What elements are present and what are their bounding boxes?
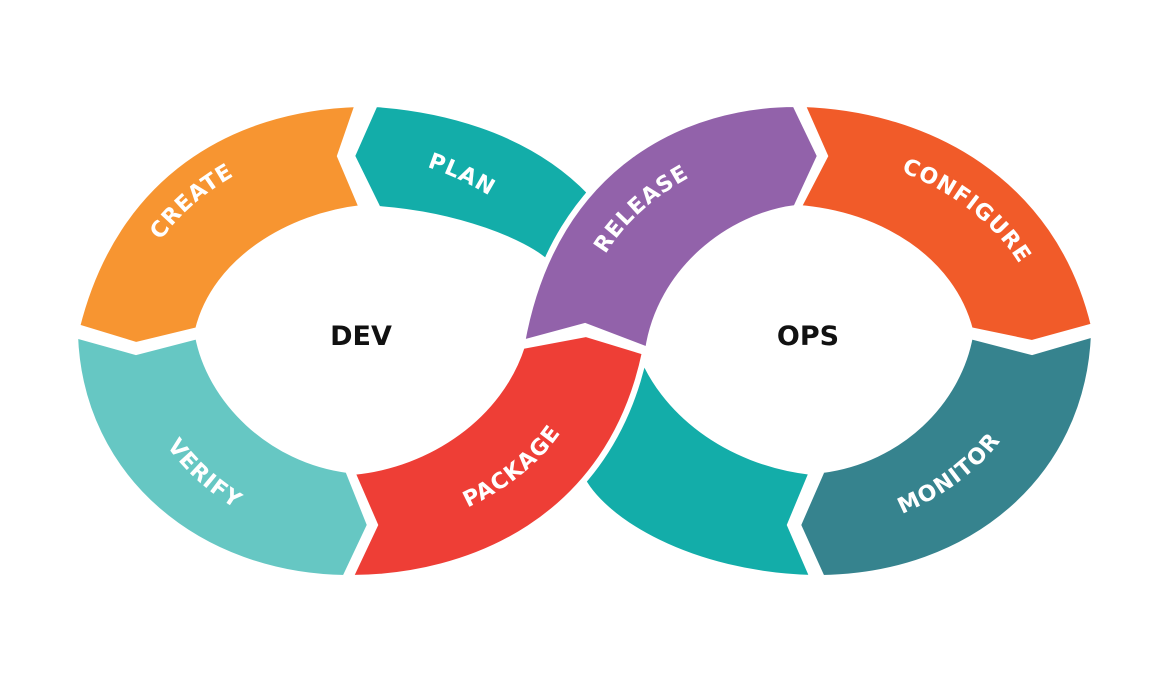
package-segment [345, 330, 649, 582]
monitor-segment [794, 329, 1098, 582]
ops-label: OPS [777, 321, 839, 352]
dev-label: DEV [330, 321, 392, 352]
release-segment [518, 100, 824, 355]
configure-segment [793, 100, 1098, 347]
verify-segment [71, 331, 374, 582]
create-segment [73, 100, 367, 349]
